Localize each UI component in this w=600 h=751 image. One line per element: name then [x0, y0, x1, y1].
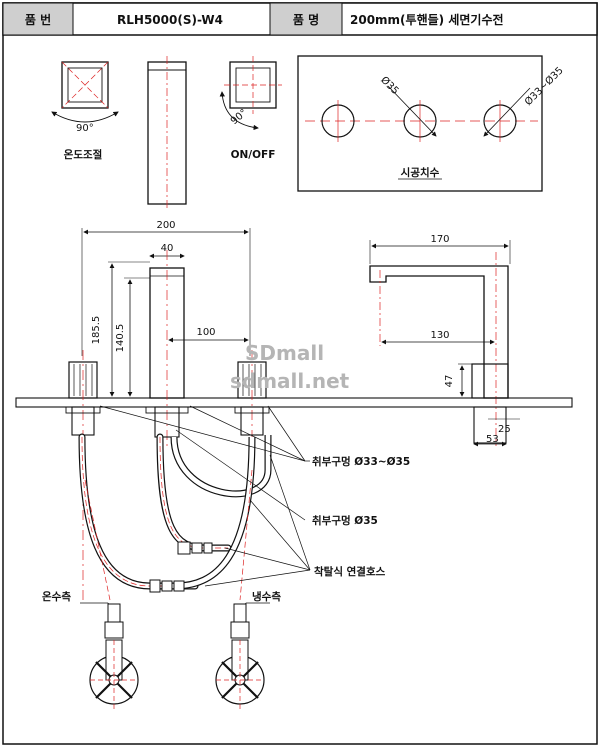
- handle-top-view-temperature: 90° 온도조절: [51, 61, 119, 161]
- install-dim-small: Ø35: [378, 74, 401, 97]
- onoff-label: ON/OFF: [231, 149, 276, 161]
- label-hot-side: 온수측: [42, 590, 71, 603]
- installation-dimensions-box: Ø35 Ø33~Ø35 시공치수: [297, 55, 566, 192]
- countertop: [15, 397, 573, 408]
- temp-label: 온도조절: [64, 148, 103, 161]
- dim-height-total: 185.5: [91, 316, 102, 345]
- install-dim-large: Ø33~Ø35: [522, 64, 566, 108]
- side-dim-depth: 53: [486, 434, 499, 445]
- dim-height-spout: 140.5: [115, 324, 126, 353]
- dim-center: 100: [196, 327, 215, 338]
- side-dim-base-height: 47: [444, 375, 455, 388]
- dim-spout-width: 40: [161, 243, 174, 254]
- dim-width-total: 200: [156, 220, 175, 231]
- install-label: 시공치수: [401, 166, 440, 179]
- product-name-label: 품 명: [293, 13, 319, 27]
- onoff-angle-text: 90°: [229, 107, 250, 127]
- side-dim-spout-reach: 130: [430, 330, 449, 341]
- front-view-dimensions: 200 40 185.5 140.5 100: [81, 220, 251, 397]
- stop-valve-hot: [80, 602, 139, 712]
- title-block: 품 번 RLH5000(S)-W4 품 명 200mm(투핸들) 세면기수전: [2, 2, 598, 36]
- handle-top-view-onoff: 90° ON/OFF: [219, 56, 282, 161]
- callout-hole-side: 취부구멍 Ø33~Ø35: [312, 455, 410, 468]
- connection-hoses: [78, 433, 272, 601]
- label-cold-side: 냉수측: [252, 590, 281, 603]
- temp-angle-text: 90°: [76, 123, 94, 134]
- callout-hole-center: 취부구멍 Ø35: [312, 514, 378, 527]
- stop-valve-cold: [215, 602, 270, 712]
- product-no-value: RLH5000(S)-W4: [117, 13, 223, 27]
- callout-hose: 착탈식 연결호스: [314, 565, 386, 578]
- side-view: 170 130 47 25 53: [369, 234, 520, 447]
- watermark-line2: sdmall.net: [230, 369, 350, 393]
- side-dim-thickness: 25: [498, 424, 511, 435]
- product-name-value: 200mm(투핸들) 세면기수전: [350, 12, 504, 27]
- side-dim-reach: 170: [430, 234, 449, 245]
- callout-leaders: [99, 405, 311, 587]
- watermark-line1: SDmall: [245, 341, 324, 365]
- spout-top-view: [147, 56, 187, 208]
- product-no-label: 품 번: [25, 12, 51, 27]
